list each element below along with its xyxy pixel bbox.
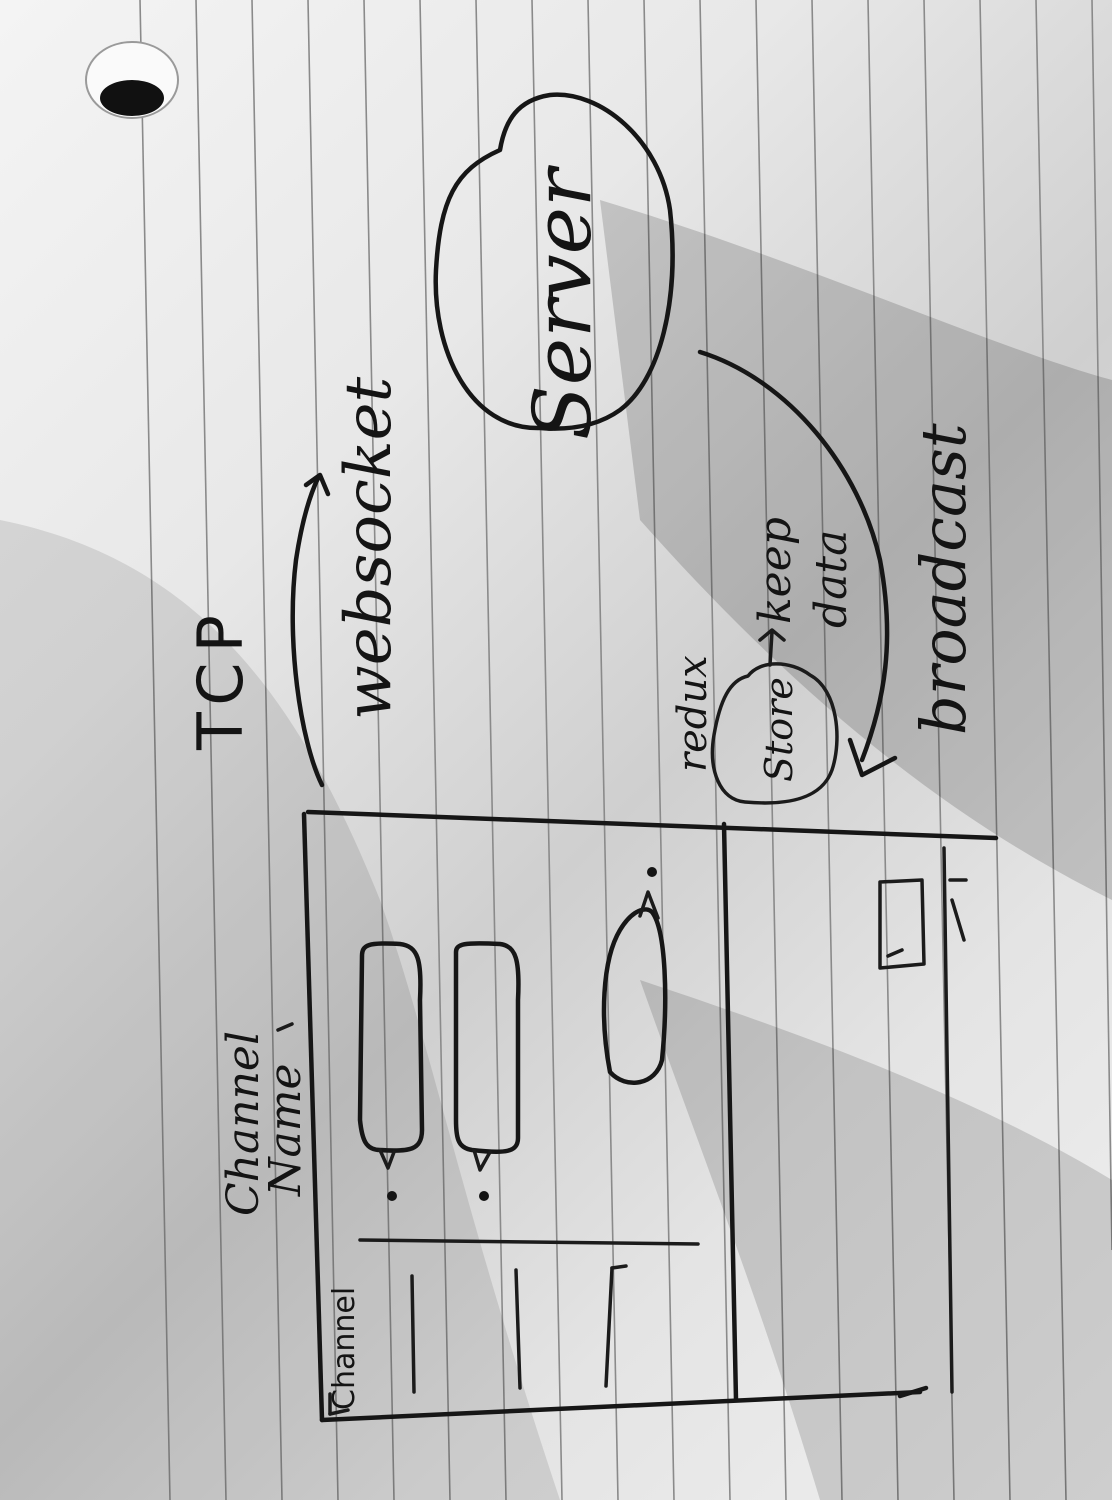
keep-label: keep: [750, 517, 801, 624]
message-bubble-2: [453, 941, 521, 1201]
message-bubble-1: [357, 941, 425, 1201]
websocket-label: websocket: [332, 377, 406, 721]
channel-label-mark: [328, 1408, 350, 1416]
channel-name-tick: [276, 1022, 294, 1032]
avatar-dot-1: [387, 1191, 397, 1201]
punch-hole: [85, 41, 179, 119]
avatar-dot-own: [647, 867, 657, 877]
channel-name-line2: Name: [260, 1064, 311, 1198]
message-bubble-own: [601, 867, 668, 1085]
avatar-dot-2: [479, 1191, 489, 1201]
store-label: Store: [757, 677, 801, 782]
channel-name-line1: Channel: [218, 1031, 269, 1216]
channel-label: Channel: [327, 1287, 362, 1410]
channel-item-2: [514, 1268, 522, 1390]
tcp-label: TCP: [184, 605, 257, 751]
websocket-arrow: [290, 472, 331, 788]
store-keep-arrow: [758, 628, 786, 667]
server-cloud: [433, 92, 675, 431]
channel-item-1: [410, 1274, 416, 1394]
broadcast-arrow: [697, 349, 898, 778]
store-cloud: [710, 662, 839, 805]
shadow-wash: [0, 200, 1112, 1500]
data-label: data: [806, 530, 857, 628]
app-window-sketch: [301, 809, 999, 1423]
channel-list: [410, 1264, 628, 1394]
server-label: Server: [516, 164, 609, 440]
channel-item-3: [604, 1266, 614, 1388]
redux-label: redux: [670, 655, 716, 772]
broadcast-label: broadcast: [907, 423, 980, 735]
ruled-lines: [139, 0, 1112, 1500]
